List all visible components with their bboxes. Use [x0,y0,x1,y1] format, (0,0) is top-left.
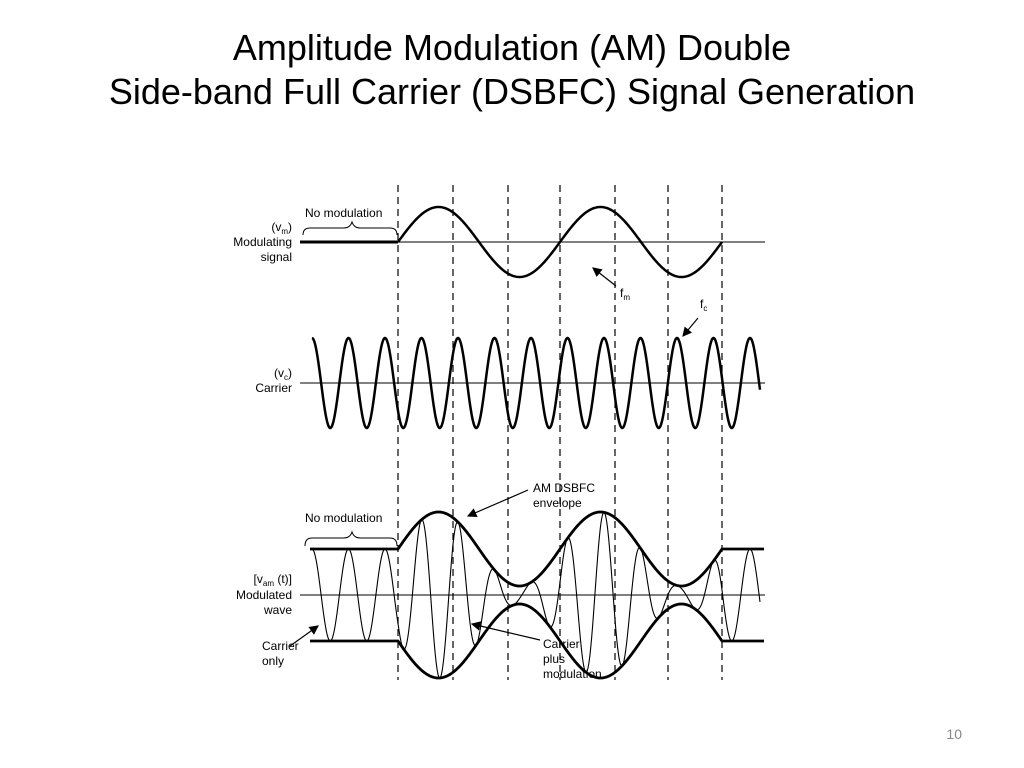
fc-arrow [682,317,699,337]
page-number: 10 [946,726,962,742]
slide-title: Amplitude Modulation (AM) Double Side-ba… [0,26,1024,114]
envelope-label-line2: envelope [533,496,582,510]
modulated-wave [311,511,761,679]
carrier-label: Carrier [255,381,292,395]
carrier-symbol: (vc) [274,366,292,382]
dashed-guides [397,185,723,680]
title-line-2: Side-band Full Carrier (DSBFC) Signal Ge… [108,71,916,112]
carrier-wave [311,336,762,430]
modulated-label-line2: wave [263,603,292,617]
no-modulation-brace-top [302,220,398,236]
carrier-plus-modulation-arrow [470,621,541,641]
no-modulation-label-bottom: No modulation [305,511,382,525]
envelope-upper [310,510,764,588]
modulating-signal-wave [396,205,724,279]
envelope-lower [310,602,764,680]
fc-label: fc [700,297,707,313]
title-line-1: Amplitude Modulation (AM) Double [232,27,792,68]
fm-label: fm [620,286,630,302]
modulated-symbol: [vam (t)] [254,572,292,588]
carrier-plus-modulation-line3: modulation [543,667,602,681]
modulating-label-line2: signal [261,250,292,264]
modulated-label-line1: Modulated [236,588,292,602]
carrier-only-label-line1: Carrier [262,639,299,653]
envelope-label-line1: AM DSBFC [533,481,595,495]
fm-arrow [592,267,617,287]
envelope-arrow [466,489,529,518]
carrier-only-label-line2: only [262,654,284,668]
modulating-label-line1: Modulating [233,235,292,249]
no-modulation-brace-bottom [304,530,398,547]
carrier-plus-modulation-line2: plus [543,652,565,666]
carrier-only-arrow [289,625,319,647]
carrier-plus-modulation-line1: Carrier [543,637,580,651]
modulating-symbol: (vm) [271,220,292,236]
no-modulation-label-top: No modulation [305,206,382,220]
